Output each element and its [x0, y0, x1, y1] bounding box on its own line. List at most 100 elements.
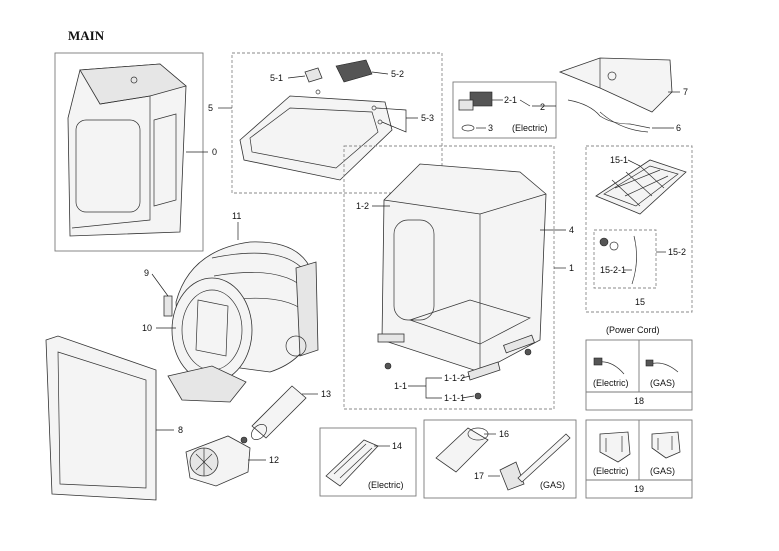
part-19-electric-bracket-detail — [605, 436, 623, 452]
callout-0: 0 — [212, 147, 217, 157]
callout-1-1-1: 1-1-1 — [444, 393, 465, 403]
callout-18: 18 — [634, 396, 644, 406]
part-1-frame-edges — [383, 193, 547, 372]
callout-8: 8 — [178, 425, 183, 435]
callout-7: 7 — [683, 87, 688, 97]
part-18-electric-plug — [593, 357, 603, 366]
part-5-1-bracket — [304, 67, 323, 83]
part-19-bracket-group: (Electric) (GAS) 19 — [585, 419, 693, 499]
callout-14: 14 — [392, 441, 402, 451]
part-2-sensor-bracket — [458, 99, 474, 111]
callout-15: 15 — [635, 297, 645, 307]
part-7-control-panel-group: 7 6 — [558, 57, 688, 133]
part-15-box — [585, 145, 693, 313]
part-1-1-2-leader — [461, 375, 471, 379]
part-18-gas-label: (GAS) — [650, 378, 675, 388]
part-15-1-filter-mesh — [603, 165, 679, 207]
part-8-door-inner — [57, 351, 147, 489]
callout-1-1-2: 1-1-2 — [444, 373, 465, 383]
part-18-gas-plug — [645, 359, 654, 367]
part-15-2-hose — [631, 235, 637, 285]
part-2-box — [452, 81, 557, 139]
part-5-3-leader — [375, 107, 418, 133]
part-1-foot-left — [377, 333, 405, 343]
part-14-heater-coils — [333, 443, 373, 479]
callout-5-3: 5-3 — [421, 113, 434, 123]
part-1-1-2-leg-plate — [467, 361, 501, 381]
callout-19: 19 — [634, 484, 644, 494]
callout-17: 17 — [474, 471, 484, 481]
part-1-foot-right — [503, 334, 535, 354]
callout-10: 10 — [142, 323, 152, 333]
part-5-top-panel — [239, 95, 393, 181]
part-1-leveling-leg-a — [384, 362, 392, 370]
part-0-cabinet-top — [79, 63, 187, 105]
part-11-rear-bulkhead — [295, 261, 319, 357]
part-9-roller-bracket — [163, 295, 173, 317]
part-14-electric-label: (Electric) — [368, 480, 404, 490]
callout-15-2-1: 15-2-1 — [600, 265, 626, 275]
part-1-side-opening — [393, 219, 435, 321]
part-19-electric-label: (Electric) — [593, 466, 629, 476]
part-18-electric-label: (Electric) — [593, 378, 629, 388]
part-1-1-1-leader — [461, 395, 475, 399]
part-13-duct-end — [251, 424, 267, 440]
part-18-power-cord-group: (Power Cord) (Electric) (GAS) 18 — [585, 325, 693, 411]
part-10-lint-duct — [167, 365, 247, 403]
callout-5-2: 5-2 — [391, 69, 404, 79]
part-0-door-recess — [75, 119, 141, 213]
part-17-gas-valve — [499, 461, 525, 491]
part-14-box — [319, 427, 417, 497]
callout-15-1: 15-1 — [610, 155, 628, 165]
callout-2-1: 2-1 — [504, 95, 517, 105]
part-0-knob — [130, 76, 138, 84]
part-2-electric-label: (Electric) — [512, 123, 548, 133]
callout-16: 16 — [499, 429, 509, 439]
part-3-o-ring — [461, 124, 475, 132]
part-17-burner-tube — [517, 433, 571, 483]
part-19-gas-bracket-detail — [657, 436, 673, 450]
part-5-panel-opening — [249, 107, 379, 169]
part-6-wire-harness — [567, 99, 651, 129]
part-2-leader-a — [519, 99, 531, 107]
part-11-motor-pulley — [285, 335, 307, 357]
part-5-top-panel-group: 5 5-1 5-2 5-3 — [208, 52, 443, 194]
part-12-blower-group: 12 — [185, 435, 279, 487]
part-16-gas-label: (GAS) — [540, 480, 565, 490]
part-13-exhaust-duct — [251, 385, 307, 439]
part-1-base-tray — [408, 299, 531, 345]
part-11-drum-group: 11 9 10 — [142, 211, 319, 403]
part-18-gas-cord — [649, 362, 679, 373]
part-0-cabinet-group: 0 — [54, 52, 217, 252]
part-5-2-leader — [371, 71, 389, 75]
part-13-duct-group: 13 — [251, 385, 331, 440]
callout-11: 11 — [232, 211, 241, 221]
part-8-door-group: 8 — [45, 335, 183, 501]
callout-12: 12 — [269, 455, 279, 465]
part-5-2-filter-housing — [335, 59, 373, 83]
callout-2: 2 — [540, 102, 545, 112]
part-5-box — [231, 52, 443, 194]
part-1-frame-group: 1-2 4 1 1-1 1-1-2 1-1-1 — [343, 145, 574, 410]
part-1-box — [343, 145, 555, 410]
part-12-sensor — [240, 436, 248, 444]
callout-13: 13 — [321, 389, 331, 399]
power-cord-label: (Power Cord) — [606, 325, 660, 335]
callout-6: 6 — [676, 123, 681, 133]
part-19-gas-bracket — [651, 431, 681, 459]
part-15-1-mesh-lines — [611, 165, 669, 207]
part-8-door-panel — [45, 335, 157, 501]
part-5-1-leader — [287, 75, 306, 79]
part-16-gas-group: 16 17 (GAS) — [423, 419, 577, 499]
part-15-2-nut — [609, 241, 619, 251]
callout-5: 5 — [208, 103, 213, 113]
callout-5-1: 5-1 — [270, 73, 283, 83]
part-15-filter-group: 15-1 15-2 15-2-1 15 — [585, 145, 693, 313]
part-7-control-panel — [558, 57, 673, 113]
callout-1-2: 1-2 — [356, 201, 369, 211]
callout-4: 4 — [569, 225, 574, 235]
part-9-leader — [151, 273, 169, 297]
part-14-heater-group: 14 (Electric) — [319, 427, 417, 497]
callout-3: 3 — [488, 123, 493, 133]
